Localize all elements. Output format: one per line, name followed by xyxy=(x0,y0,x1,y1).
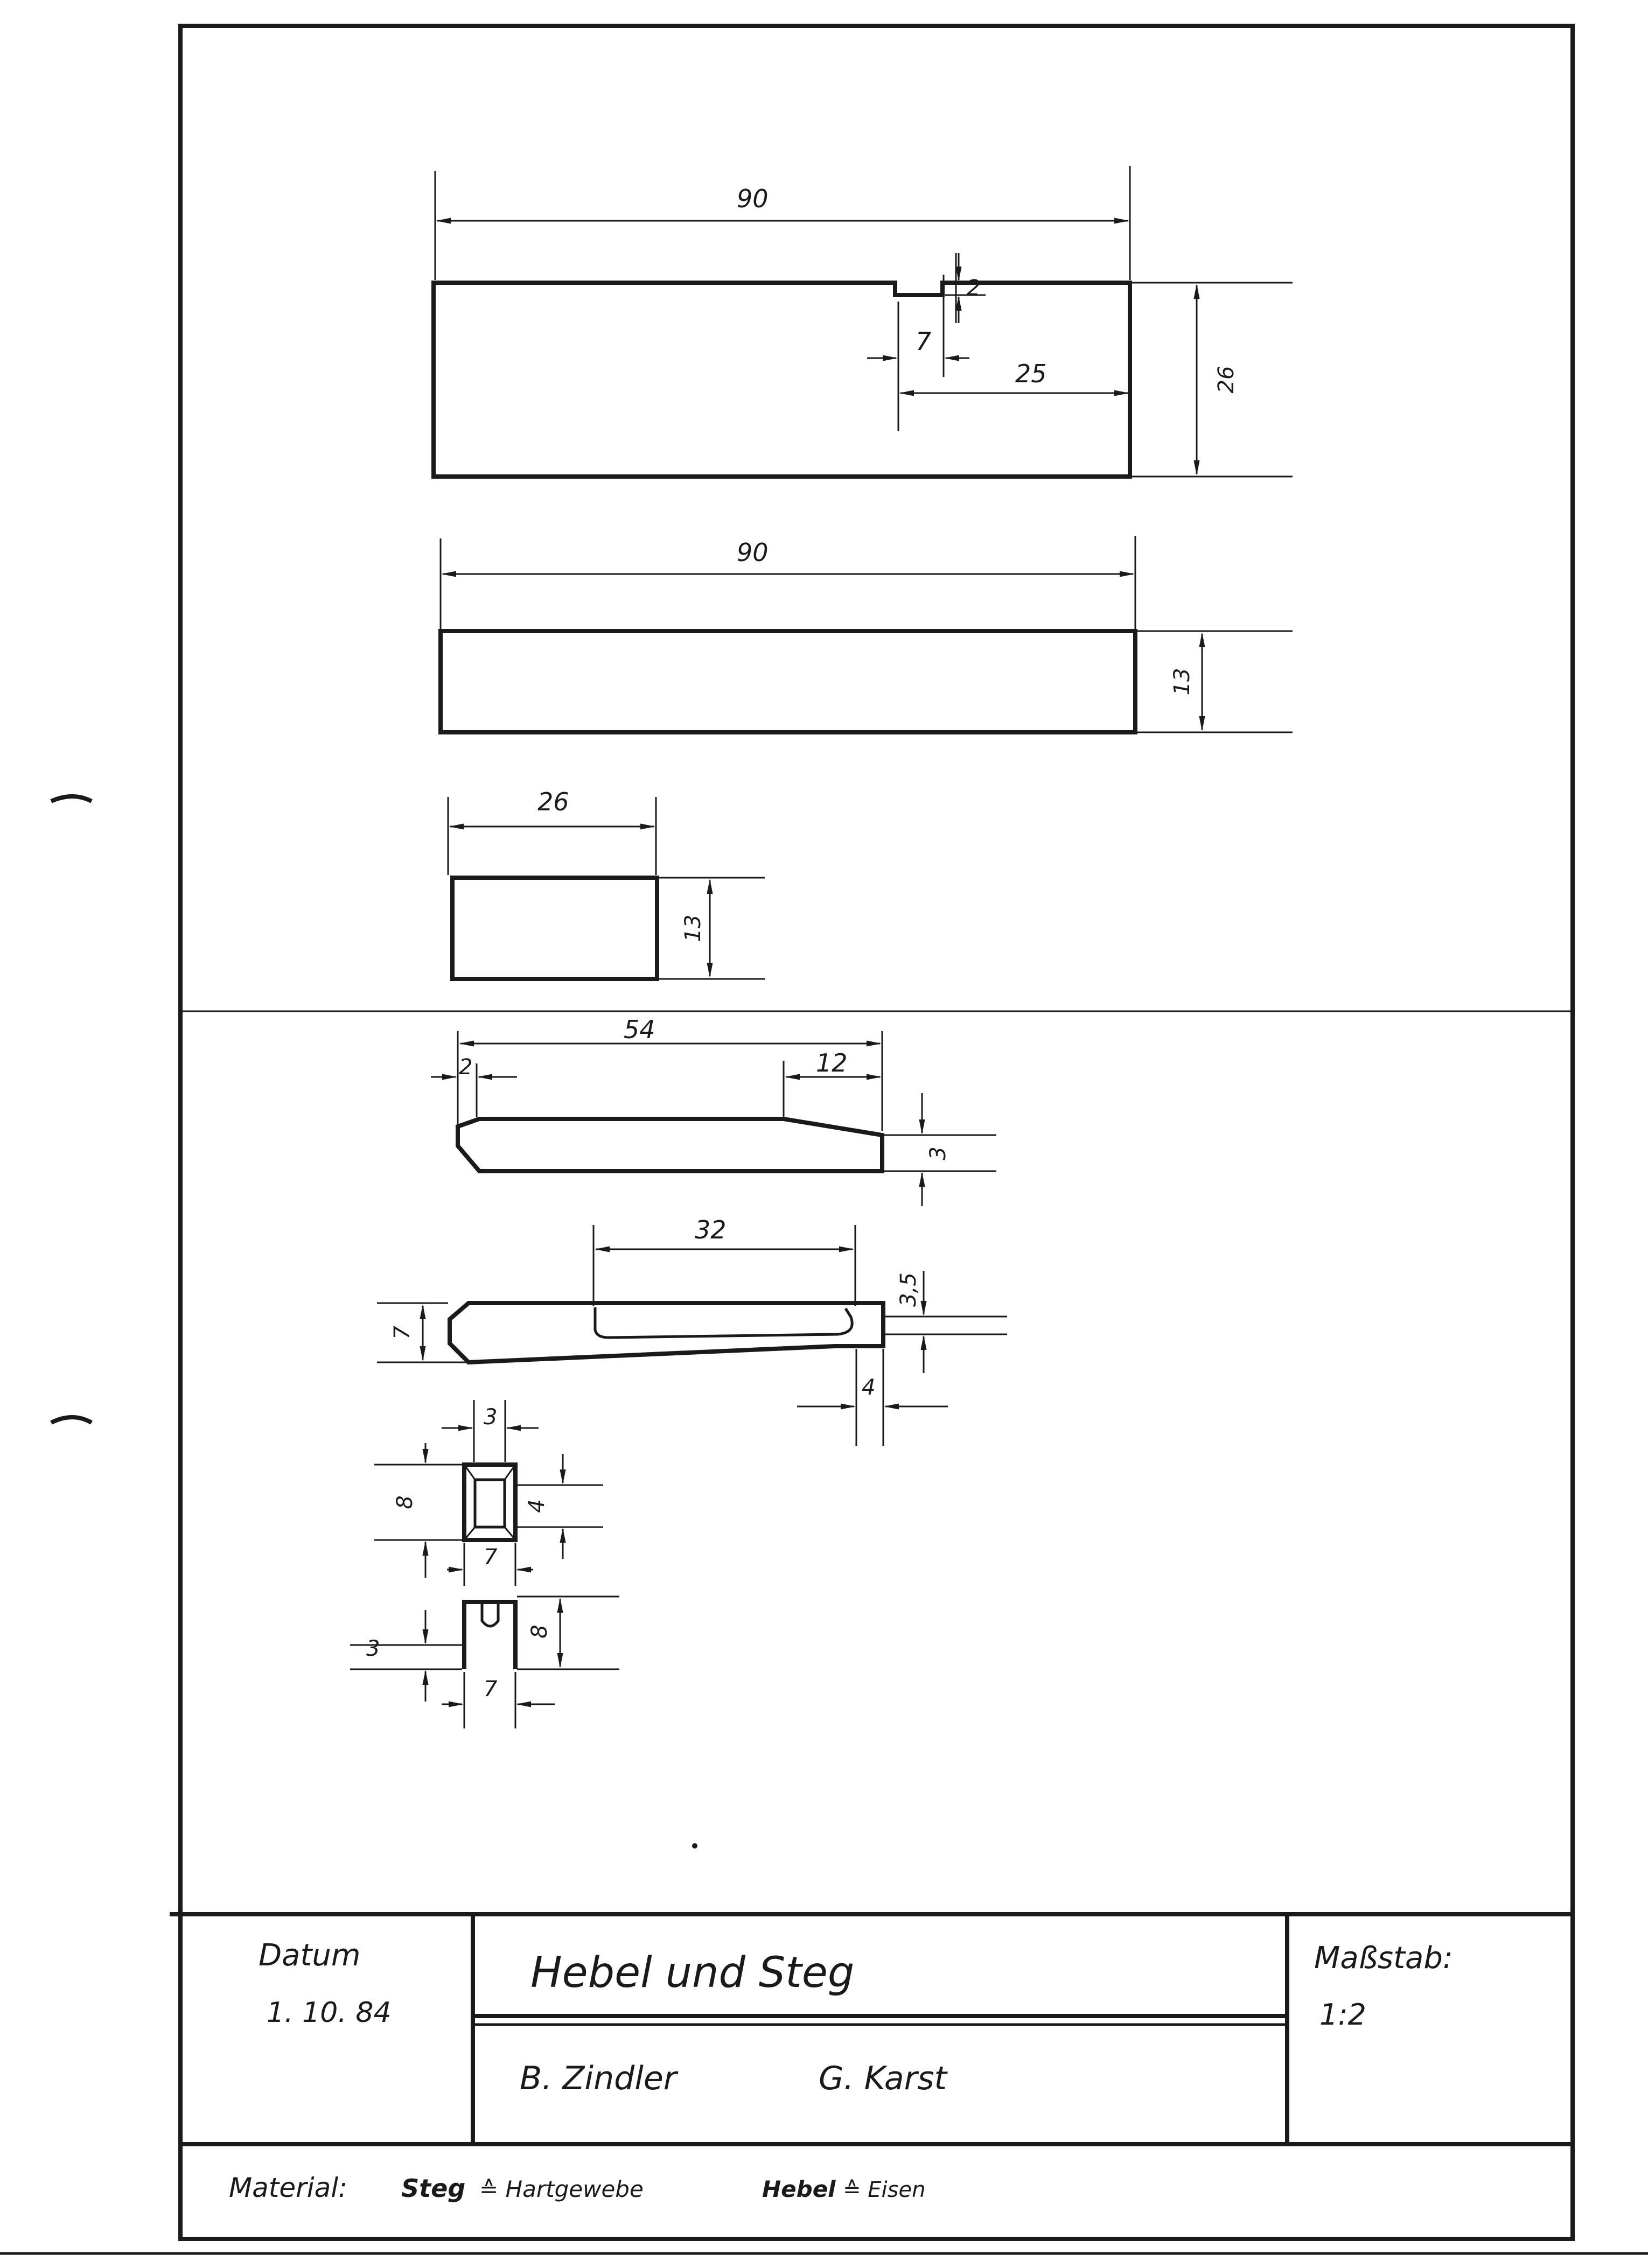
dimension-width-label: 26 xyxy=(537,787,569,816)
dimension-height-label: 26 xyxy=(1214,366,1239,394)
dimension-width-label: 7 xyxy=(484,1677,498,1702)
lever-slot xyxy=(593,1307,854,1339)
dimension-taper-label: 12 xyxy=(816,1048,848,1077)
view-end-block: 26 13 xyxy=(447,787,765,981)
section-outline xyxy=(462,1462,518,1542)
dimension-width-bottom-label: 7 xyxy=(484,1545,498,1570)
punch-hole-mark xyxy=(50,794,93,803)
date-value: 1. 10. 84 xyxy=(267,1997,392,2029)
view-lever-side: 32 7 3,5 4 xyxy=(377,1215,1007,1446)
lever-outline xyxy=(456,1117,884,1173)
section-outline xyxy=(462,1600,518,1669)
dimension-tip-length-label: 2 xyxy=(459,1055,472,1080)
view-section-b: 3 8 7 xyxy=(350,1595,619,1728)
scale-value: 1:2 xyxy=(1319,1998,1366,2032)
date-label: Datum xyxy=(259,1938,360,1973)
block-outline xyxy=(431,281,1132,479)
view-section-a: 3 8 4 7 xyxy=(374,1400,603,1586)
dimension-thickness-label: 13 xyxy=(1170,668,1195,696)
view-lever-top: 54 2 12 3 xyxy=(431,1015,996,1206)
material-2-part: Hebel xyxy=(762,2176,836,2202)
section-inner-outline xyxy=(473,1478,506,1529)
sheet-frame xyxy=(0,24,1648,2255)
material-label: Material: xyxy=(229,2172,347,2203)
dimension-thickness-label: 13 xyxy=(681,915,706,942)
dimension-height-label: 8 xyxy=(527,1625,552,1638)
author-1: B. Zindler xyxy=(520,2060,679,2097)
dimension-height-label: 8 xyxy=(393,1495,417,1509)
punch-hole-mark xyxy=(50,1415,93,1425)
block-outline xyxy=(450,876,659,981)
lever-outline xyxy=(448,1301,885,1365)
material-1-part: Steg xyxy=(401,2174,465,2203)
dimension-notch-offset-label: 25 xyxy=(1015,359,1047,388)
dimension-inner-label: 4 xyxy=(525,1499,549,1513)
material-2-value: ≙ Eisen xyxy=(843,2178,925,2202)
dimension-slot-width-label: 3,5 xyxy=(896,1272,921,1307)
dimension-slot-label: 32 xyxy=(695,1215,727,1244)
dimension-width-top-label: 3 xyxy=(484,1405,497,1430)
section-groove xyxy=(480,1602,500,1628)
drawing-title: Hebel und Steg xyxy=(530,1949,854,1997)
scale-label: Maßstab: xyxy=(1314,1941,1453,1976)
dimension-height-label: 7 xyxy=(390,1326,415,1340)
dimension-end-width-label: 4 xyxy=(862,1375,875,1400)
dimension-notch-depth-label: 2 xyxy=(967,276,980,300)
title-block: Datum 1. 10. 84 Hebel und Steg B. Zindle… xyxy=(170,1912,1573,2203)
dimension-length-label: 90 xyxy=(737,538,769,567)
view-top-block: 90 26 2 7 25 xyxy=(431,166,1293,479)
dimension-notch-width-label: 7 xyxy=(916,327,931,356)
dimension-length-label: 54 xyxy=(624,1015,655,1044)
dimension-length-label: 90 xyxy=(737,184,769,213)
dimension-end-height-label: 3 xyxy=(926,1146,951,1160)
dimension-height-left-label: 3 xyxy=(366,1636,380,1661)
block-outline xyxy=(438,629,1137,734)
author-2: G. Karst xyxy=(819,2060,948,2097)
view-side-block: 90 13 xyxy=(438,536,1293,734)
stray-dot xyxy=(692,1843,697,1849)
material-1-value: ≙ Hartgewebe xyxy=(479,2176,644,2202)
